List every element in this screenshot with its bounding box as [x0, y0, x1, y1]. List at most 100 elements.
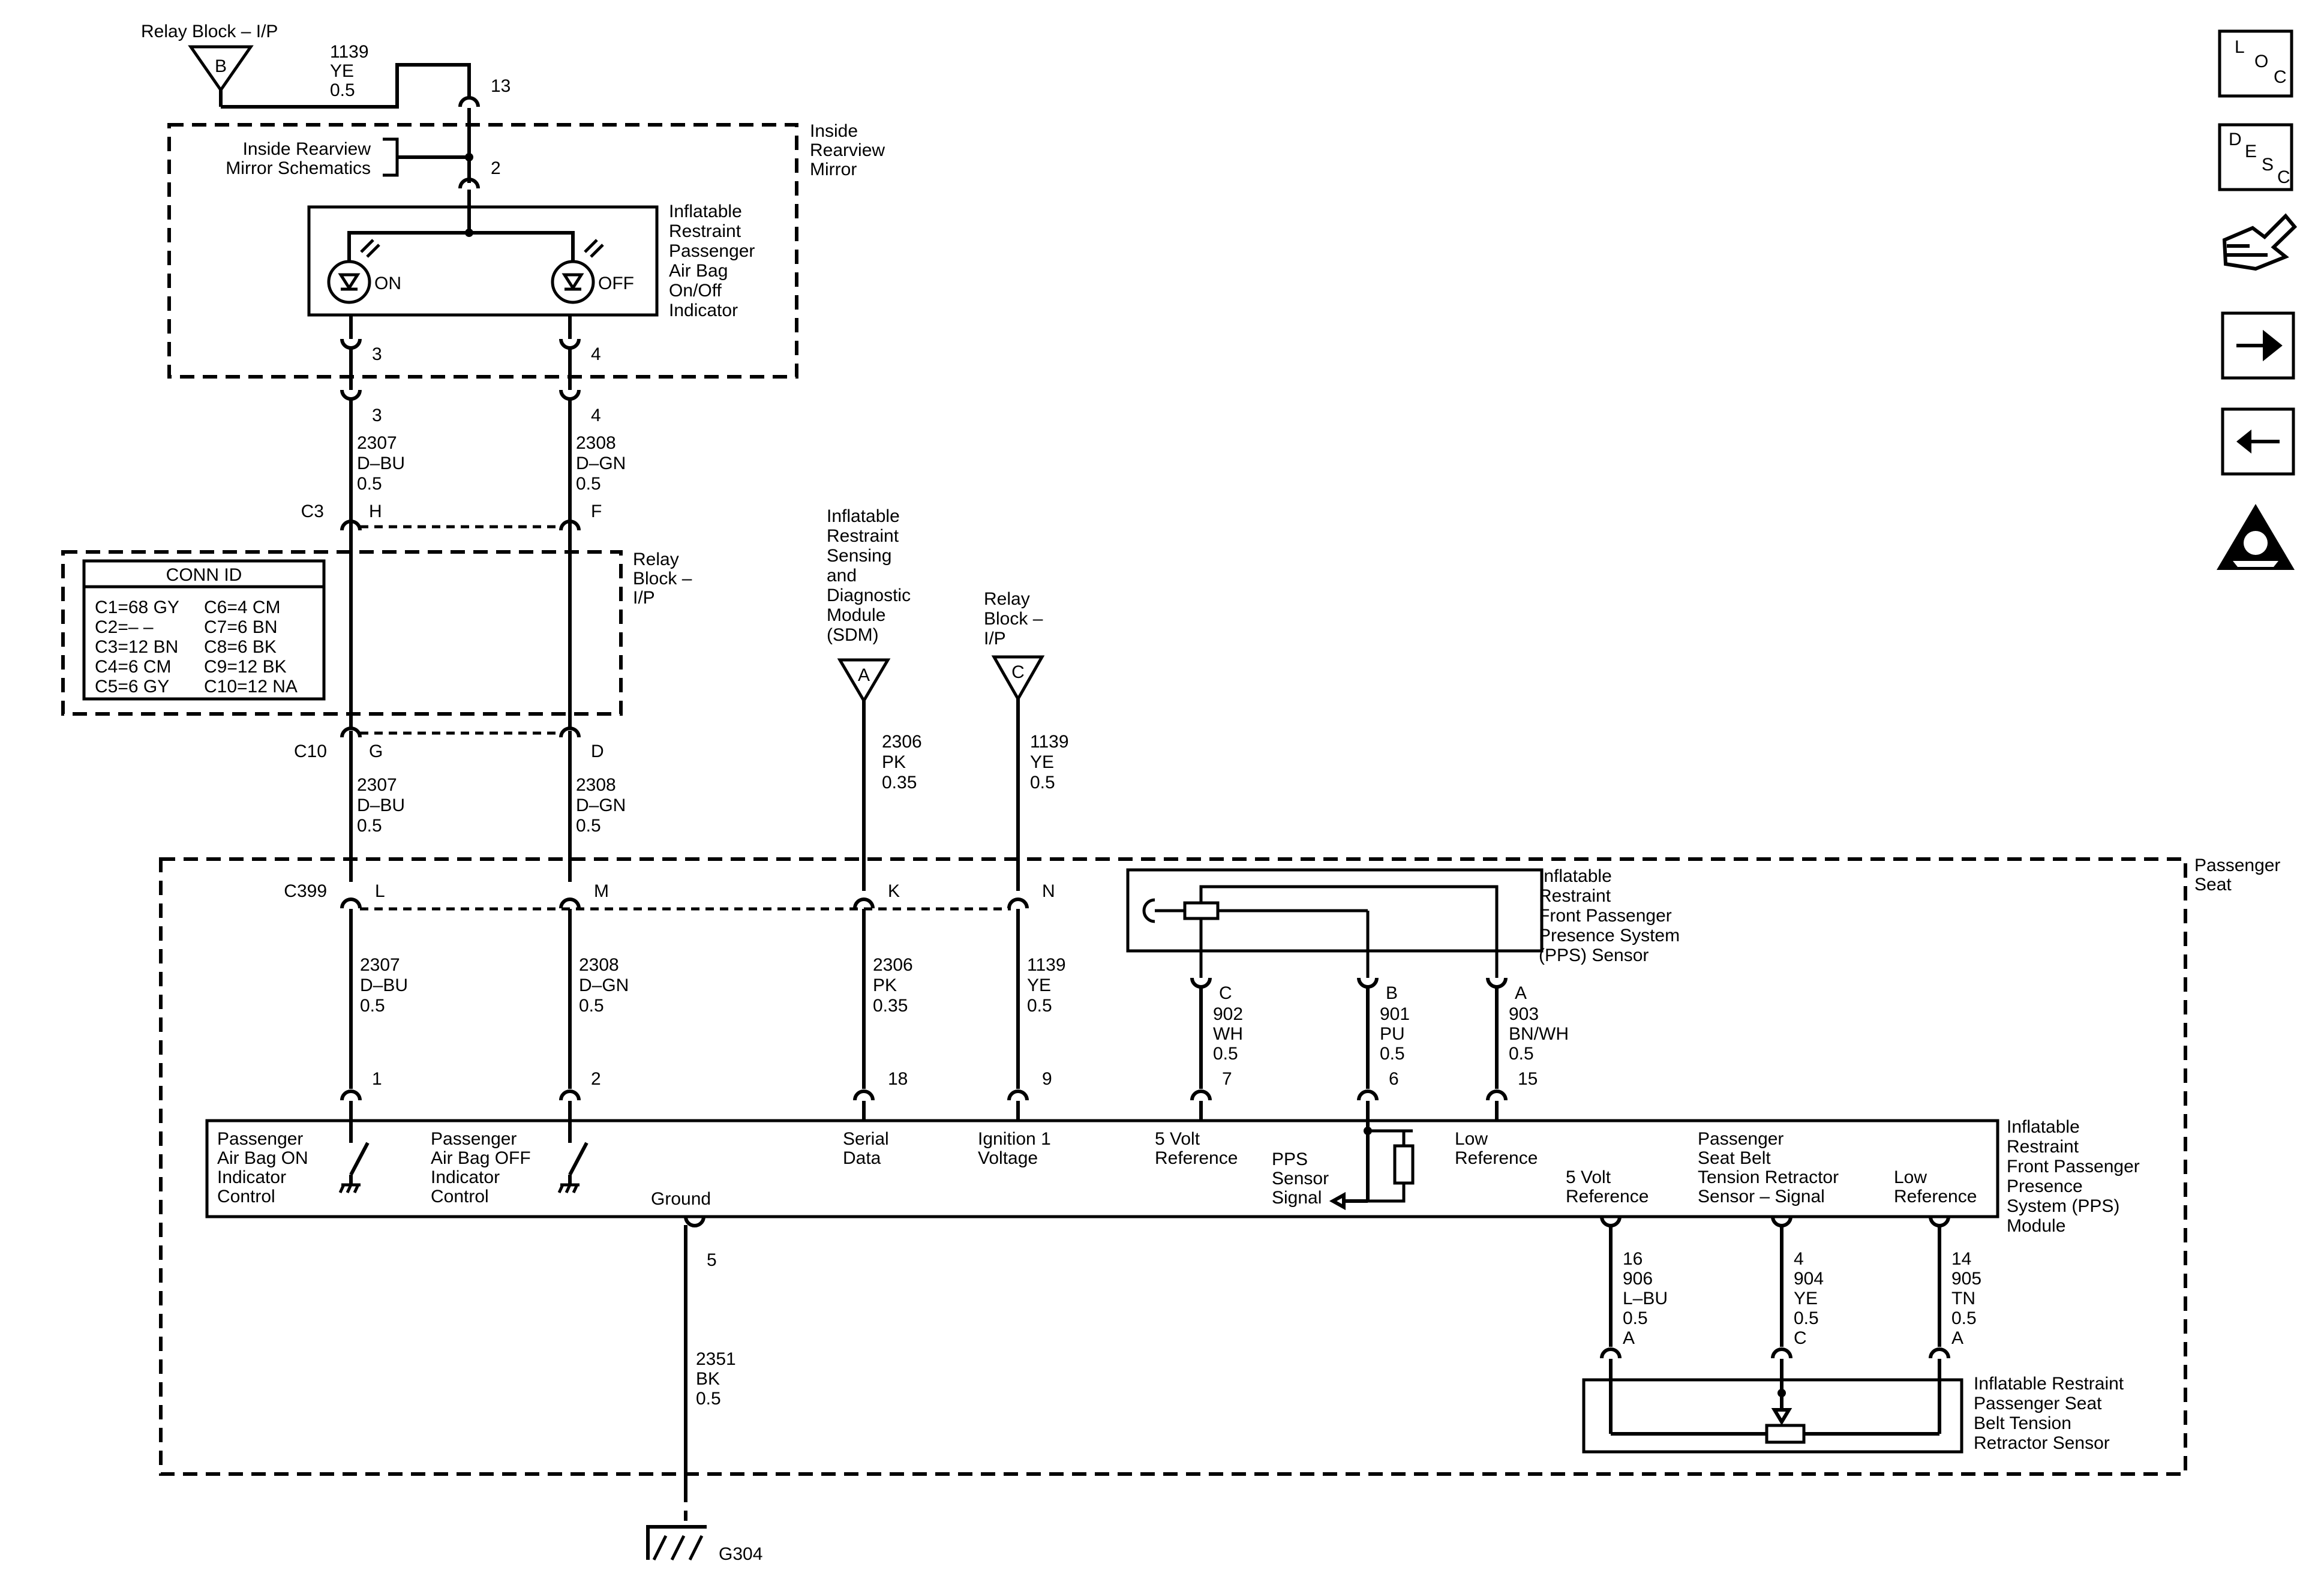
pin-letter: N	[1042, 881, 1055, 901]
pps-sensor-label-line: Restraint	[1539, 886, 1611, 906]
wire-label-line: A	[1623, 1328, 1635, 1348]
c10-pin-arc	[559, 727, 581, 738]
function-belt-signal-line: Tension Retractor	[1698, 1167, 1839, 1187]
relay-block-c-label-line: Block –	[984, 609, 1043, 629]
wire-label-1139-line: YE	[330, 61, 354, 81]
conn-id-cell: C6=4 CM	[204, 598, 281, 617]
c3-pin-arc	[559, 520, 581, 531]
pin-letter: G	[369, 742, 383, 761]
wire-label-line: PK	[873, 975, 897, 995]
wire-1139	[221, 63, 471, 109]
mirror-label-line: Rearview	[810, 140, 885, 160]
previous-page-icon[interactable]	[2221, 407, 2295, 476]
wire-label-line: 2308	[576, 433, 616, 453]
c399-label: C399	[284, 881, 327, 901]
conn-id-cell: C1=68 GY	[95, 598, 179, 617]
function-low-reference-b-line: Reference	[1894, 1187, 1977, 1206]
switch-arm	[568, 1142, 588, 1176]
airbag-warning-icon[interactable]	[2217, 504, 2295, 570]
function-air-bag-off-line: Air Bag OFF	[431, 1148, 531, 1168]
pin-number: 2	[591, 1069, 601, 1089]
pin-letter: K	[888, 881, 900, 901]
module-label-line: Presence	[2007, 1176, 2083, 1196]
desc-frame	[2218, 123, 2293, 191]
pin-letter: F	[591, 502, 602, 521]
function-low-reference-b-line: Low	[1894, 1167, 1927, 1187]
c399-pin-arc	[559, 897, 581, 909]
wire-label-line: BK	[696, 1369, 720, 1389]
ground-bar	[646, 1525, 707, 1560]
pin-letter: C	[1219, 983, 1232, 1003]
wire-label-line: D–GN	[579, 975, 629, 995]
ground-name: G304	[719, 1544, 762, 1564]
function-ignition-voltage-line: Ignition 1	[978, 1129, 1051, 1149]
indicator-switch	[557, 1101, 588, 1194]
c399-pin-arc	[340, 897, 362, 909]
module-pin-arc	[1357, 1089, 1379, 1101]
wire-label-line: YE	[1030, 752, 1054, 772]
function-5v-reference-b-line: Reference	[1566, 1187, 1649, 1206]
airbag-figure	[2233, 561, 2278, 567]
wire-label-line: YE	[1794, 1289, 1818, 1308]
relay-block-c-label-line: I/P	[984, 629, 1006, 649]
function-pps-signal-line: PPS	[1272, 1149, 1308, 1169]
passenger-seat-boundary	[159, 857, 2187, 1476]
conn-id-cell: C4=6 CM	[95, 657, 172, 677]
diode-icon	[562, 273, 584, 291]
module-label-line: Module	[2007, 1216, 2065, 1236]
chassis-ground-icon	[338, 1183, 361, 1194]
sdm-label: InflatableRestraintSensingandDiagnosticM…	[827, 506, 911, 645]
off-lamp: OFF	[551, 239, 634, 304]
module-pin-arc	[1190, 1089, 1212, 1101]
sdm-label-line: Inflatable	[827, 506, 900, 526]
wire	[1368, 1183, 1406, 1203]
wire-label-line: YE	[1027, 975, 1051, 995]
function-5v-reference-b-line: 5 Volt	[1566, 1167, 1611, 1187]
pin-number: 6	[1389, 1069, 1399, 1089]
sensor-connector-icon	[1142, 898, 1155, 923]
c399-pin-arc	[1007, 897, 1029, 909]
wire-label-line: 2308	[579, 955, 619, 975]
wire-label-line: 0.5	[1623, 1308, 1648, 1328]
wire-label-line: 0.5	[696, 1389, 721, 1409]
pin-number: 9	[1042, 1069, 1052, 1089]
indicator-label-line: On/Off	[669, 281, 722, 301]
conn-id-cell: C9=12 BK	[204, 657, 287, 677]
wire-label-line: WH	[1213, 1024, 1243, 1044]
prev-frame	[2221, 407, 2295, 476]
belt-sensor-label-line: Passenger Seat	[1974, 1394, 2102, 1413]
pin-number: 7	[1222, 1069, 1232, 1089]
mirror-schematics-ref-line: Inside Rearview	[243, 139, 371, 159]
conn-id-cell: C3=12 BN	[95, 637, 178, 657]
module-label-line: Inflatable	[2007, 1117, 2080, 1137]
function-ground: Ground	[651, 1189, 711, 1209]
component-view-icon[interactable]	[2222, 213, 2298, 271]
pin-number: 18	[888, 1069, 908, 1089]
loc-button[interactable]: LOC	[2218, 29, 2293, 98]
relay-block-mid-label-line: I/P	[633, 588, 655, 608]
wire-label-line: 1139	[1027, 955, 1066, 975]
wire-label-line: 0.5	[360, 996, 385, 1016]
next-page-icon[interactable]	[2221, 311, 2295, 380]
function-air-bag-on-line: Control	[217, 1187, 275, 1206]
mirror-label-line: Mirror	[810, 160, 857, 179]
indicator-label-line: Passenger	[669, 241, 755, 261]
wire-label-line: 2308	[576, 775, 616, 795]
